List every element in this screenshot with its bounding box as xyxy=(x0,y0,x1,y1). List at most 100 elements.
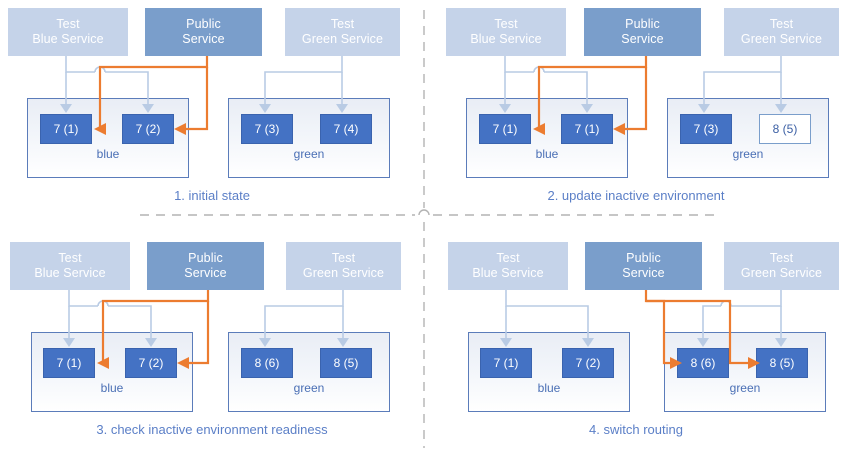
arrowhead xyxy=(748,357,760,369)
panel-caption: 3. check inactive environment readiness xyxy=(96,422,328,437)
public-service-box: Public Service xyxy=(147,242,264,290)
public-service-label-line1: Public xyxy=(625,17,660,31)
public-service-label-line2: Service xyxy=(182,32,225,46)
test-green-connector xyxy=(703,56,782,104)
arrowhead xyxy=(337,338,349,347)
panel-4: Test Blue Service Public Service Test Gr… xyxy=(424,228,848,456)
test-blue-service-box: Test Blue Service xyxy=(446,8,566,56)
test-green-service-box: Test Green Service xyxy=(285,8,400,56)
node-label: 7 (1) xyxy=(492,122,518,136)
public-route-connector-2 xyxy=(189,301,210,365)
test-blue-connector xyxy=(68,290,152,338)
public-route-connector-2 xyxy=(186,67,209,131)
test-green-service-box: Test Green Service xyxy=(724,242,839,290)
arrowhead xyxy=(60,104,72,113)
arrowhead xyxy=(336,104,348,113)
blue-environment-label: blue xyxy=(100,381,124,395)
arrowhead xyxy=(697,338,709,347)
arrowhead xyxy=(581,104,593,113)
public-service-box: Public Service xyxy=(145,8,262,56)
node-label: 7 (1) xyxy=(53,122,79,136)
test-blue-connector xyxy=(505,290,589,338)
test-blue-service-label-line1: Test xyxy=(58,251,82,265)
test-blue-service-label-line2: Blue Service xyxy=(470,32,542,46)
arrowhead xyxy=(499,104,511,113)
arrowhead xyxy=(582,338,594,347)
test-green-service-label-line1: Test xyxy=(331,251,356,265)
public-route-connector xyxy=(537,56,648,131)
node-label: 8 (5) xyxy=(772,122,798,136)
instance-node: 8 (6) xyxy=(677,348,729,378)
instance-node: 7 (1) xyxy=(480,348,532,378)
public-service-label-line2: Service xyxy=(184,266,227,280)
panel-caption: 1. initial state xyxy=(174,188,250,203)
test-green-service-box: Test Green Service xyxy=(286,242,401,290)
green-environment-label: green xyxy=(732,147,764,161)
instance-node: 7 (3) xyxy=(241,114,293,144)
test-blue-service-label-line1: Test xyxy=(494,17,518,31)
connector-layer xyxy=(500,290,787,369)
blue-environment-label: blue xyxy=(96,147,120,161)
instance-node: 7 (4) xyxy=(320,114,372,144)
test-green-service-label-line1: Test xyxy=(769,17,794,31)
instance-node: 7 (2) xyxy=(125,348,177,378)
test-green-service-label-line2: Green Service xyxy=(301,32,384,46)
test-blue-service-label-line2: Blue Service xyxy=(472,266,544,280)
test-green-service-label-line1: Test xyxy=(330,17,355,31)
node-label: 7 (3) xyxy=(254,122,280,136)
arrowhead xyxy=(775,338,787,347)
arrowhead xyxy=(670,357,682,369)
instance-node: 7 (1) xyxy=(479,114,531,144)
arrowhead xyxy=(142,104,154,113)
arrowhead xyxy=(177,357,189,369)
test-blue-service-label-line2: Blue Service xyxy=(32,32,104,46)
instance-node: 7 (1) xyxy=(43,348,95,378)
test-green-service-label-line2: Green Service xyxy=(302,266,385,280)
test-green-connector xyxy=(264,290,344,338)
public-route-connector xyxy=(98,56,209,131)
green-environment-label: green xyxy=(293,147,325,161)
connector-layer xyxy=(60,56,348,135)
test-green-connector xyxy=(264,56,343,104)
test-green-connector xyxy=(702,290,782,338)
panel-1: Test Blue Service Public Service Test Gr… xyxy=(0,0,424,228)
arrowhead xyxy=(94,123,106,135)
node-label: 7 (1) xyxy=(493,356,519,370)
public-service-label-line1: Public xyxy=(626,251,661,265)
instance-node: 7 (2) xyxy=(122,114,174,144)
public-service-box: Public Service xyxy=(584,8,701,56)
arrowhead xyxy=(500,338,512,347)
public-service-label-line2: Service xyxy=(621,32,664,46)
test-blue-service-label-line1: Test xyxy=(56,17,80,31)
arrowhead xyxy=(775,104,787,113)
panel-caption: 4. switch routing xyxy=(589,422,683,437)
public-route-connector-2 xyxy=(646,299,748,365)
arrowhead xyxy=(533,123,545,135)
arrowhead xyxy=(145,338,157,347)
panel-2: Test Blue Service Public Service Test Gr… xyxy=(424,0,848,228)
connector-layer xyxy=(63,290,349,369)
blue-environment-label: blue xyxy=(535,147,559,161)
test-green-service-label-line1: Test xyxy=(769,251,794,265)
green-environment-label: green xyxy=(729,381,761,395)
panel-3: Test Blue Service Public Service Test Gr… xyxy=(0,228,424,456)
node-label: 7 (2) xyxy=(135,122,161,136)
public-route-connector xyxy=(101,290,210,365)
node-label: 8 (5) xyxy=(333,356,359,370)
instance-node: 7 (3) xyxy=(680,114,732,144)
instance-node: 7 (2) xyxy=(562,348,614,378)
public-service-label-line1: Public xyxy=(186,17,221,31)
arrowhead xyxy=(613,123,625,135)
node-label: 8 (5) xyxy=(769,356,795,370)
test-green-service-box: Test Green Service xyxy=(724,8,839,56)
instance-node: 8 (5) xyxy=(320,348,372,378)
node-label: 7 (2) xyxy=(575,356,601,370)
test-blue-service-box: Test Blue Service xyxy=(448,242,568,290)
test-blue-service-label-line2: Blue Service xyxy=(34,266,106,280)
public-route-connector-2 xyxy=(625,67,648,131)
public-service-label-line2: Service xyxy=(622,266,665,280)
node-label: 7 (1) xyxy=(574,122,600,136)
node-label: 8 (6) xyxy=(690,356,716,370)
test-green-service-label-line2: Green Service xyxy=(740,32,823,46)
public-service-label-line1: Public xyxy=(188,251,223,265)
